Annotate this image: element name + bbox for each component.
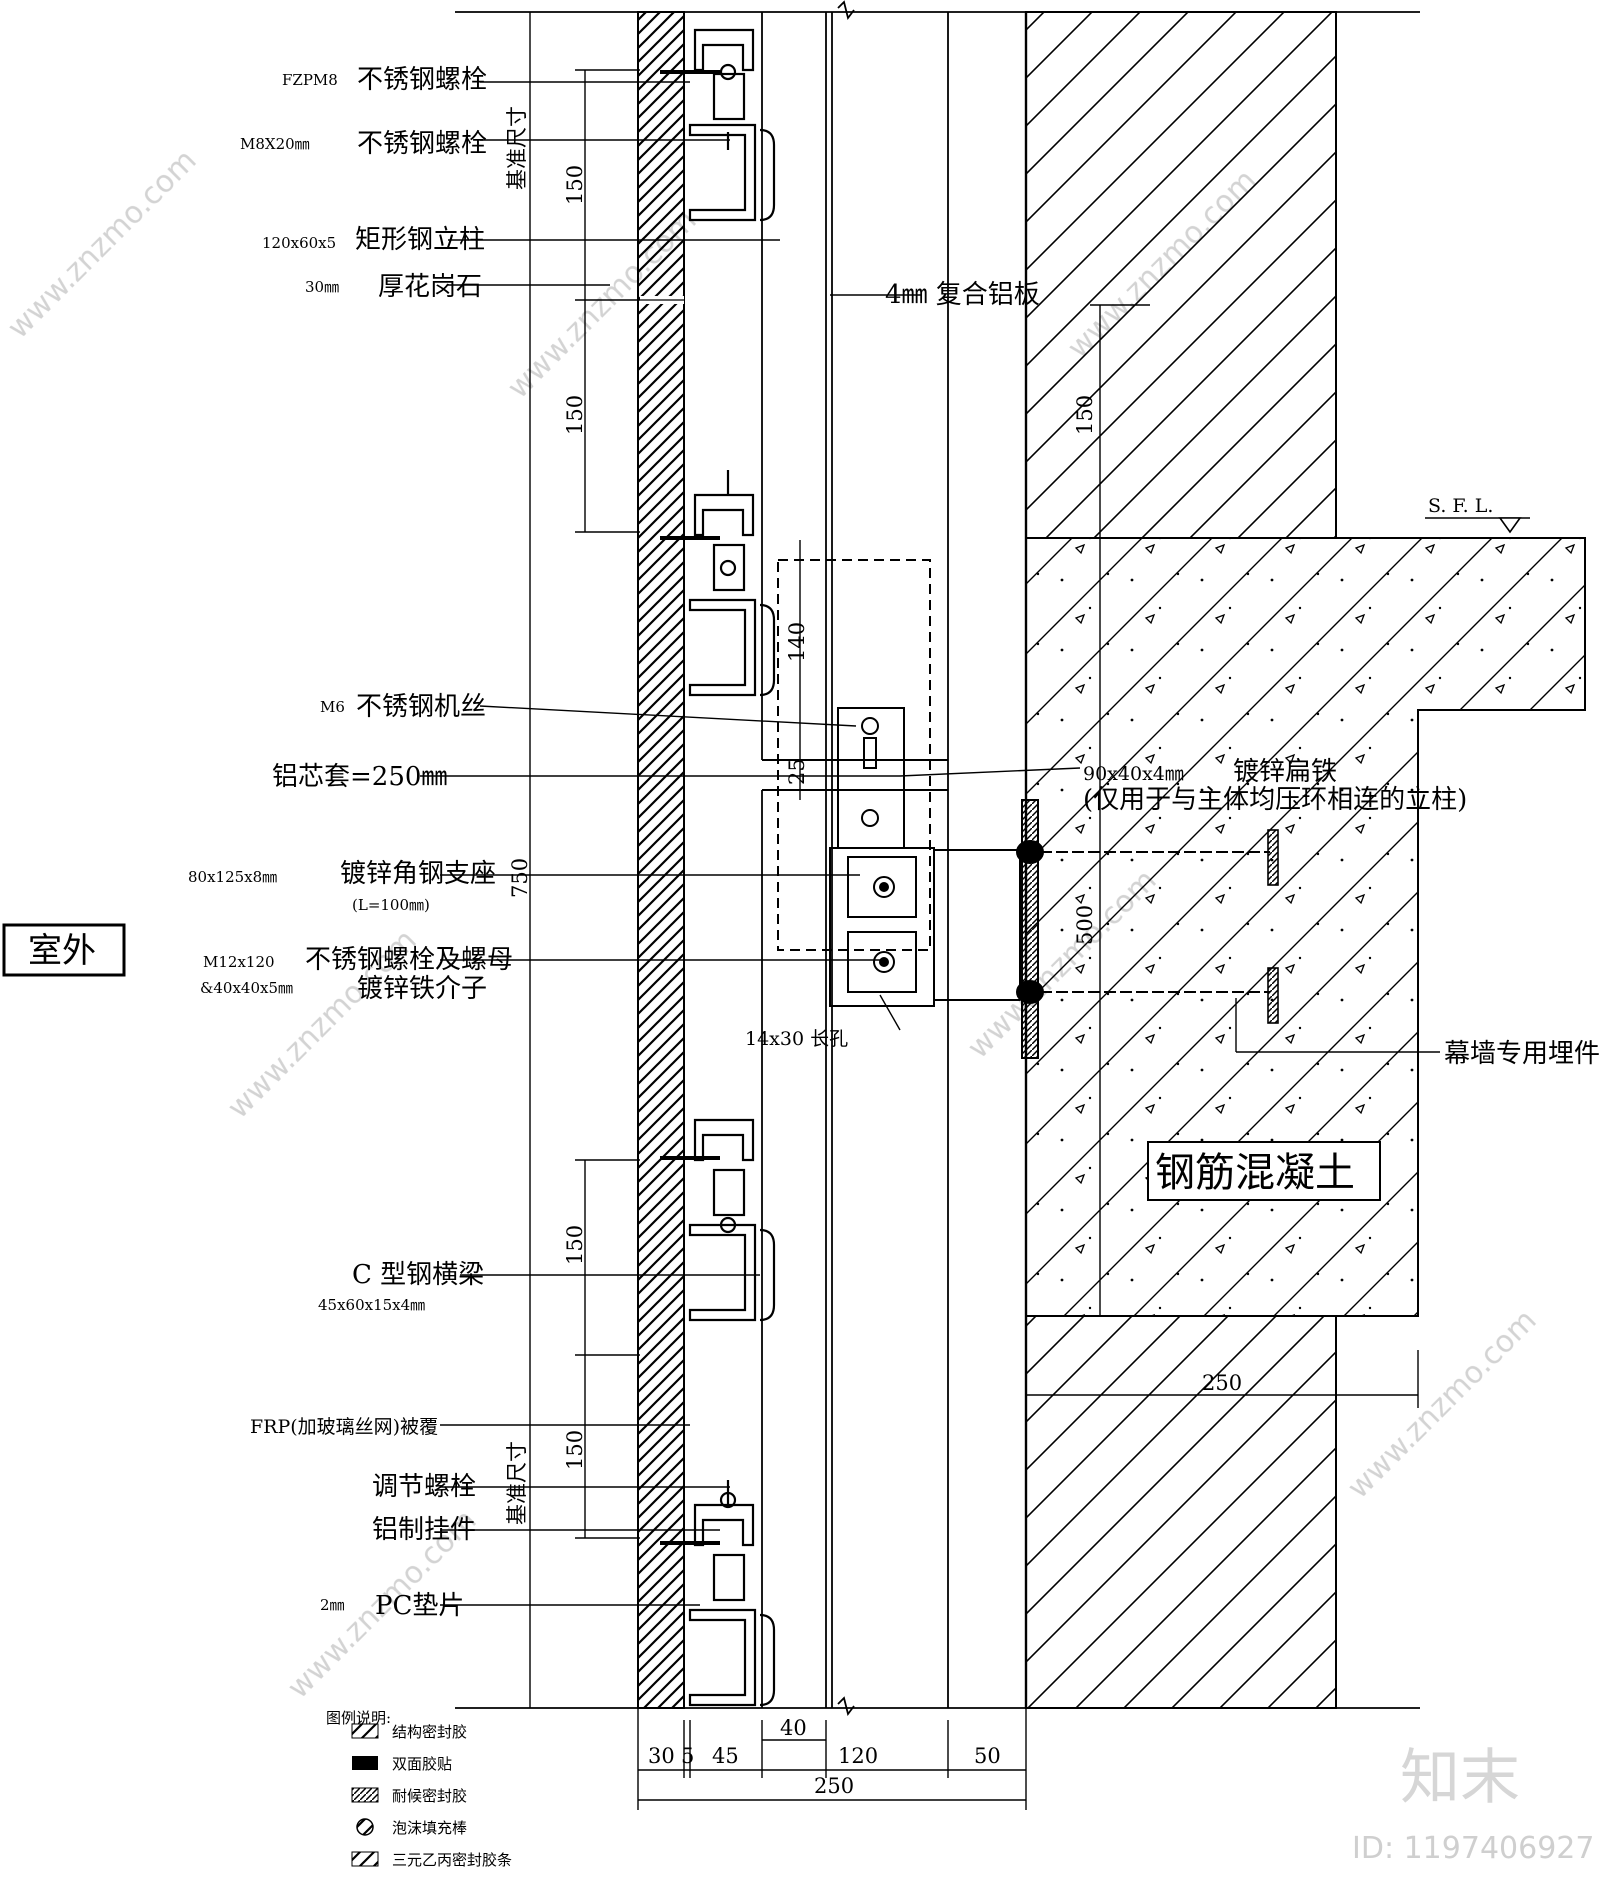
outside-label: 室外 [2, 923, 126, 977]
callout-name-frp: FRP(加玻璃丝网)被覆 [250, 1416, 438, 1438]
callout-name-pc-shim: PC垫片 [375, 1591, 464, 1621]
legend-item-structural-sealant: 结构密封胶 [392, 1723, 467, 1741]
dim-150-1: 150 [563, 165, 587, 205]
callout-name-m12-bolt: 不锈钢螺栓及螺母 [305, 945, 513, 975]
dim-150-2: 150 [563, 395, 587, 435]
legend: 图例说明: 结构密封胶 双面胶贴 耐候密封胶 泡沫填充棒 三元乙丙密封胶条 [326, 1709, 512, 1869]
callout-leaders [420, 81, 1440, 1606]
legend-title: 图例说明: [326, 1709, 391, 1727]
dim-25: 25 [785, 758, 809, 785]
callout-spec-rect-post: 120x60x5 [262, 234, 336, 252]
watermark-logo: 知末 [1400, 1743, 1520, 1813]
granite-panel [637, 11, 685, 1709]
post-lines [761, 12, 949, 1708]
callout-flat-iron-spec: 90x40x4㎜ [1083, 763, 1184, 785]
dim-150-3: 150 [1073, 395, 1097, 435]
watermark-brand: 知末 ID: 1197406927 [1352, 1743, 1594, 1866]
callout-panel: 4㎜ 复合铝板 [885, 280, 1040, 310]
dim-bottom-45: 45 [712, 1744, 739, 1768]
callout-flat-iron-name: 镀锌扁铁 [1233, 757, 1337, 787]
callout-spec-washer: &40x40x5㎜ [200, 979, 293, 997]
dim-140: 140 [785, 622, 809, 662]
callout-name-angle-bracket: 镀锌角钢支座 [340, 859, 496, 889]
outside-label-text: 室外 [28, 931, 96, 971]
callout-name-rect-post: 矩形钢立柱 [355, 225, 485, 255]
dim-bottom-40: 40 [780, 1716, 807, 1740]
callout-spec-granite: 30㎜ [305, 278, 339, 296]
watermark-id: ID: 1197406927 [1352, 1831, 1594, 1866]
callout-name-alu-sleeve: 铝芯套=250㎜ [272, 762, 447, 792]
dim-150-4: 150 [563, 1225, 587, 1265]
callout-name-m8-bolt: 不锈钢螺栓 [357, 129, 487, 159]
callout-spec-c-beam: 45x60x15x4㎜ [318, 1296, 425, 1314]
callout-spec-m8x20: M8X20㎜ [240, 135, 310, 153]
legend-item-tape: 双面胶贴 [392, 1755, 452, 1773]
dim-std-size-top: 基准尺寸 [505, 106, 529, 190]
c-beam-group [660, 28, 776, 1707]
legend-item-foam-rod: 泡沫填充棒 [392, 1819, 467, 1837]
callout-flat-iron-note: (仅用于与主体均压环相连的立柱) [1083, 785, 1467, 815]
sfl-label: S. F. L. [1428, 495, 1493, 517]
dim-250-right: 250 [1202, 1371, 1242, 1395]
dim-750: 750 [508, 858, 532, 898]
dimension-right: 250 [1026, 1350, 1419, 1408]
callout-spec-angle: 80x125x8㎜ [188, 868, 277, 886]
callout-name-granite: 厚花岗石 [378, 272, 482, 302]
concrete-structure: 钢筋混凝土 [1024, 11, 1586, 1709]
dim-bottom-50: 50 [974, 1744, 1001, 1768]
dim-bottom-30: 30 [648, 1744, 675, 1768]
watermark-site-text: www.znzmo.com [1, 143, 204, 346]
callout-name-alu-hanger: 铝制挂件 [372, 1515, 476, 1545]
legend-item-epdm: 三元乙丙密封胶条 [392, 1851, 512, 1869]
callout-name-washer: 镀锌铁介子 [357, 974, 487, 1004]
dim-bottom-total: 250 [814, 1774, 854, 1798]
dim-150-5: 150 [563, 1430, 587, 1470]
legend-item-weather-sealant: 耐候密封胶 [392, 1787, 467, 1805]
callout-spec-m6: M6 [320, 698, 345, 716]
callout-texts-left: FZPM8 不锈钢螺栓 M8X20㎜ 不锈钢螺栓 120x60x5 矩形钢立柱 … [188, 65, 513, 1621]
dim-bottom-120: 120 [838, 1744, 878, 1768]
callout-sub-angle: (L=100㎜) [352, 896, 430, 914]
callout-name-c-beam: C 型钢横梁 [352, 1260, 484, 1290]
callout-name-m6-screw: 不锈钢机丝 [356, 692, 486, 722]
callout-spec-pc-shim: 2㎜ [320, 1596, 345, 1614]
concrete-label: 钢筋混凝土 [1155, 1150, 1355, 1196]
callout-spec-fzpm8: FZPM8 [282, 71, 338, 89]
callout-texts-right: 4㎜ 复合铝板 90x40x4㎜ 镀锌扁铁 (仅用于与主体均压环相连的立柱) 1… [745, 280, 1600, 1069]
callout-slot: 14x30 长孔 [745, 1028, 848, 1050]
dim-500: 500 [1073, 905, 1097, 945]
callout-name-fzpm8-bolt: 不锈钢螺栓 [357, 65, 487, 95]
sfl-marker: S. F. L. [1425, 495, 1530, 534]
dimension-bottom-text: 30 5 45 40 120 50 250 [648, 1716, 1001, 1798]
dim-std-size-bottom: 基准尺寸 [505, 1441, 529, 1525]
dim-bottom-5: 5 [681, 1744, 694, 1768]
callout-embed: 幕墙专用埋件 [1444, 1039, 1600, 1069]
watermark-site-text: www.znzmo.com [1341, 1303, 1544, 1506]
dimension-bottom [637, 1708, 1027, 1810]
callout-spec-m12: M12x120 [203, 953, 275, 971]
embed-plate [1016, 799, 1279, 1059]
dimension-texts: 基准尺寸 150 150 140 25 750 500 150 150 150 … [505, 106, 1097, 1525]
callout-name-adjust-bolt: 调节螺栓 [372, 1472, 476, 1502]
